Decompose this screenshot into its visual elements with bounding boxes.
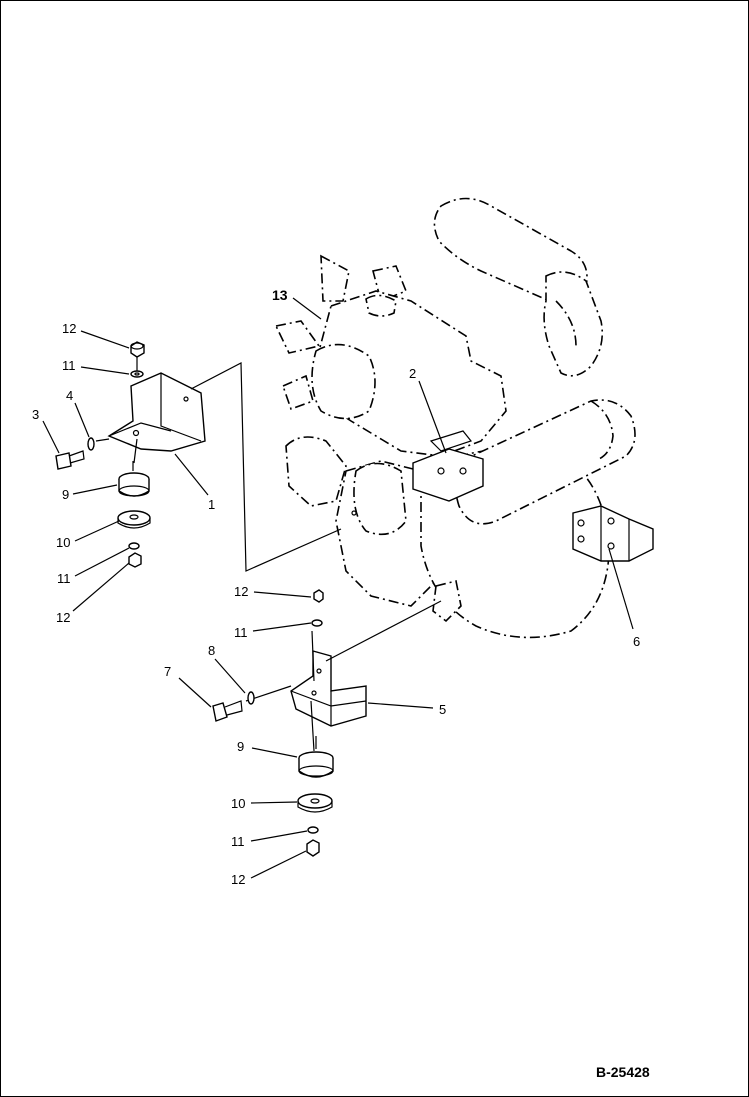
- callout-7: 7: [164, 664, 172, 679]
- bracket-6: [572, 505, 654, 562]
- hardware-parts: [55, 341, 334, 857]
- callout-13: 13: [272, 287, 288, 303]
- bracket-1: [107, 372, 206, 452]
- callout-8: 8: [208, 643, 216, 658]
- callout-2: 2: [409, 366, 417, 381]
- leader-lines: [42, 297, 634, 879]
- drawing-reference-number: B-25428: [596, 1064, 650, 1080]
- callout-12: 12: [231, 872, 246, 887]
- callout-12: 12: [62, 321, 77, 336]
- callout-9: 9: [237, 739, 245, 754]
- callout-11: 11: [57, 571, 71, 586]
- callout-6: 6: [633, 634, 641, 649]
- callout-1: 1: [208, 497, 216, 512]
- callout-3: 3: [32, 407, 40, 422]
- callout-5: 5: [439, 702, 447, 717]
- callout-10: 10: [56, 535, 71, 550]
- callout-12: 12: [56, 610, 71, 625]
- callout-11: 11: [62, 358, 76, 373]
- callout-11: 11: [234, 625, 248, 640]
- engine-assembly: [274, 197, 636, 639]
- callout-12: 12: [234, 584, 249, 599]
- callout-9: 9: [62, 487, 70, 502]
- callout-4: 4: [66, 388, 74, 403]
- callout-10: 10: [231, 796, 246, 811]
- bracket-5: [290, 650, 367, 727]
- callout-11: 11: [231, 834, 245, 849]
